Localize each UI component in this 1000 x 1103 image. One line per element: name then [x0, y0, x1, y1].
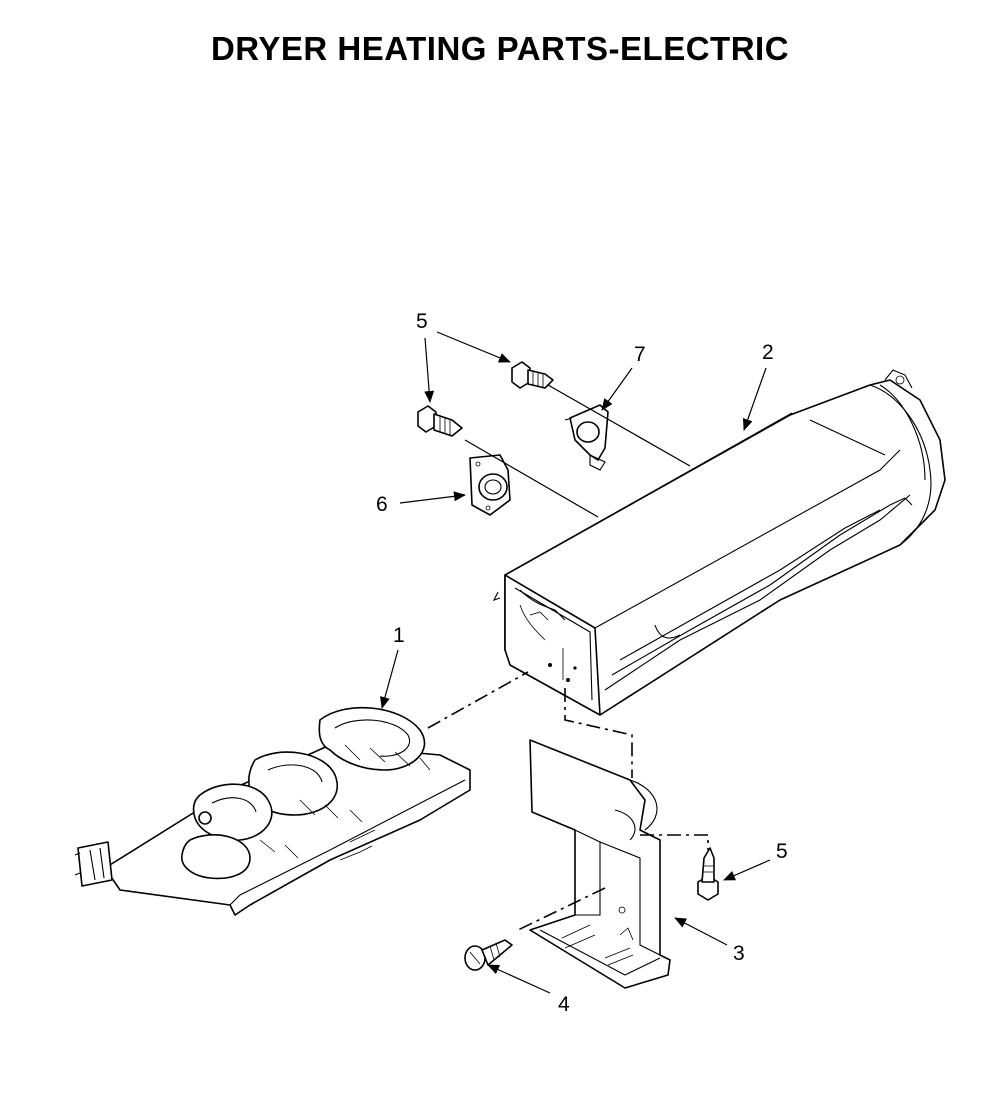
callout-6: 6 [376, 491, 466, 516]
svg-text:4: 4 [558, 993, 570, 1016]
callout-2: 2 [742, 341, 774, 431]
heater-housing [492, 369, 946, 716]
thermostat [469, 454, 511, 516]
svg-text:1: 1 [393, 624, 405, 647]
callout-5a: 5 [416, 310, 511, 403]
thermal-fuse [564, 404, 609, 471]
svg-text:5: 5 [776, 840, 788, 863]
page-title: DRYER HEATING PARTS-ELECTRIC [210, 30, 790, 67]
heating-element [74, 706, 471, 916]
svg-text:2: 2 [762, 341, 774, 364]
assembly-lines [427, 384, 709, 931]
screw-upper-a [511, 361, 554, 389]
svg-text:6: 6 [376, 493, 388, 516]
callout-7: 7 [601, 343, 646, 411]
callout-1: 1 [380, 624, 405, 709]
svg-text:3: 3 [733, 942, 745, 965]
bracket-screw [464, 939, 513, 971]
screw-upper-b [417, 405, 463, 437]
callout-4: 4 [487, 964, 570, 1016]
svg-text:5: 5 [416, 310, 428, 333]
callout-3: 3 [674, 917, 745, 965]
callout-5b: 5 [723, 840, 788, 881]
svg-text:7: 7 [634, 343, 646, 366]
mounting-bracket [529, 739, 671, 989]
screw-right [697, 847, 719, 901]
